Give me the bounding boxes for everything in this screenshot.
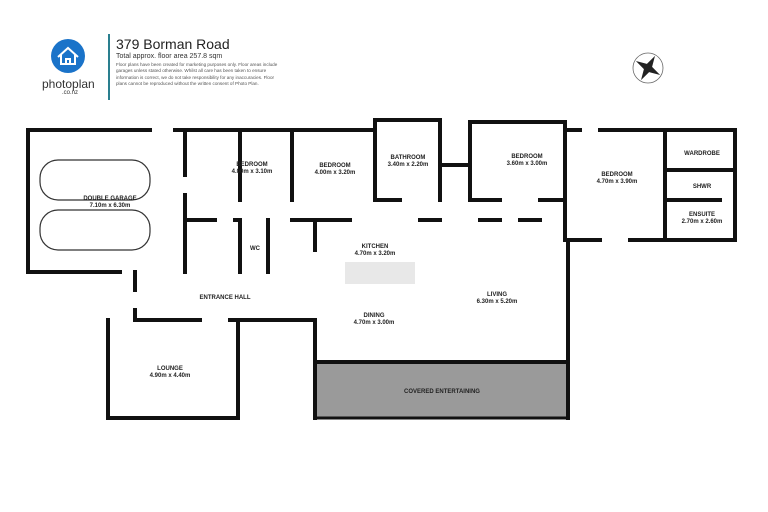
room-label: WC	[250, 246, 261, 252]
garage-cars	[39, 159, 151, 251]
room-size: 4.70m x 3.20m	[355, 251, 396, 257]
room-label: BATHROOM	[391, 155, 426, 161]
room-label: LOUNGE	[157, 366, 183, 372]
room-size: 4.70m x 3.90m	[597, 179, 638, 185]
photoplan-logo-icon	[51, 39, 85, 73]
room-size: 3.60m x 3.00m	[507, 161, 548, 167]
kitchen-island	[345, 262, 415, 284]
room-size: 7.10m x 6.30m	[90, 203, 131, 209]
room-size: 4.90m x 4.40m	[150, 373, 191, 379]
covered-entertaining-area	[313, 360, 570, 420]
room-size: 4.00m x 3.10m	[232, 169, 273, 175]
room-label: DOUBLE GARAGE	[83, 196, 136, 202]
property-address: 379 Borman Road	[116, 36, 230, 52]
room-size: 3.40m x 2.20m	[388, 162, 429, 168]
room-size: 2.70m x 2.60m	[682, 219, 723, 225]
room-label: BEDROOM	[319, 163, 350, 169]
walls	[26, 118, 737, 420]
floor-area: Total approx. floor area 257.8 sqm	[116, 53, 223, 60]
room-label: BEDROOM	[601, 172, 632, 178]
room-label: KITCHEN	[362, 244, 389, 250]
room-label: ENSUITE	[689, 212, 715, 218]
room-label: ENTRANCE HALL	[200, 295, 251, 301]
room-label: DINING	[364, 313, 385, 319]
header-divider	[108, 34, 110, 100]
room-label: COVERED ENTERTAINING	[404, 389, 480, 395]
compass-north-icon	[632, 52, 664, 84]
room-size: 6.30m x 5.20m	[477, 299, 518, 305]
room-label: SHWR	[693, 184, 712, 190]
room-size: 4.70m x 3.00m	[354, 320, 395, 326]
room-label: WARDROBE	[684, 151, 720, 157]
room-label: BEDROOM	[236, 162, 267, 168]
disclaimer: Floor plans have been created for market…	[116, 62, 278, 87]
logo-subtext: .co.nz	[62, 90, 79, 96]
room-label: LIVING	[487, 292, 507, 298]
room-label: BEDROOM	[511, 154, 542, 160]
room-size: 4.00m x 3.20m	[315, 170, 356, 176]
logo-text: photoplan	[42, 77, 95, 91]
